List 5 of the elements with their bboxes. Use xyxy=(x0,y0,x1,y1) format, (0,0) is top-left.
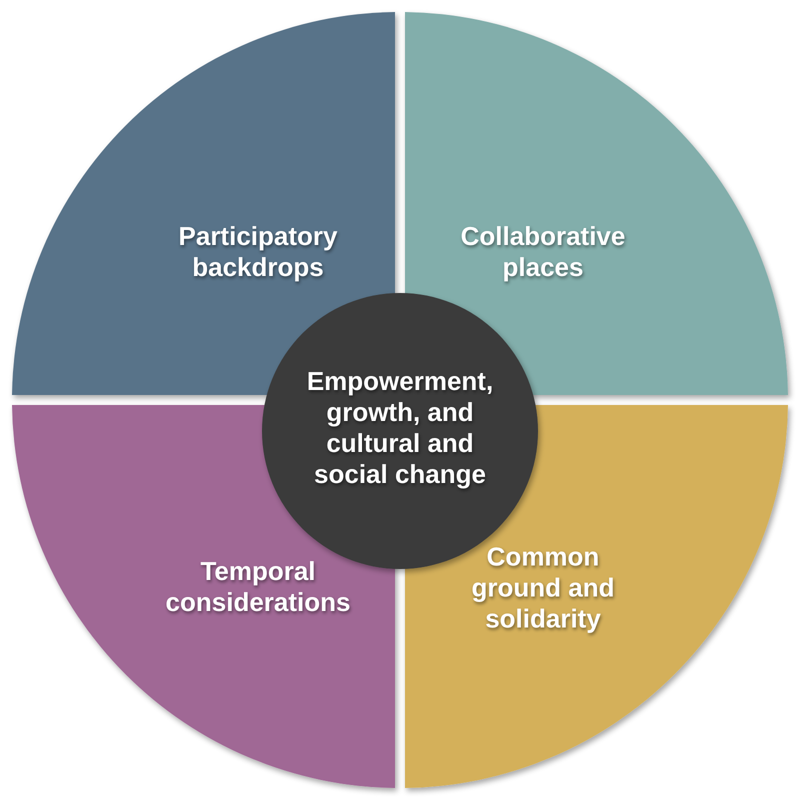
segment-label: Common ground and solidarity xyxy=(470,542,616,634)
segment-label: Temporal considerations xyxy=(164,556,352,618)
segment-label: Collaborative places xyxy=(460,221,626,283)
segment-label: Participatory backdrops xyxy=(178,221,338,283)
segment-label: Empowerment, growth, and cultural and social change xyxy=(306,366,494,490)
